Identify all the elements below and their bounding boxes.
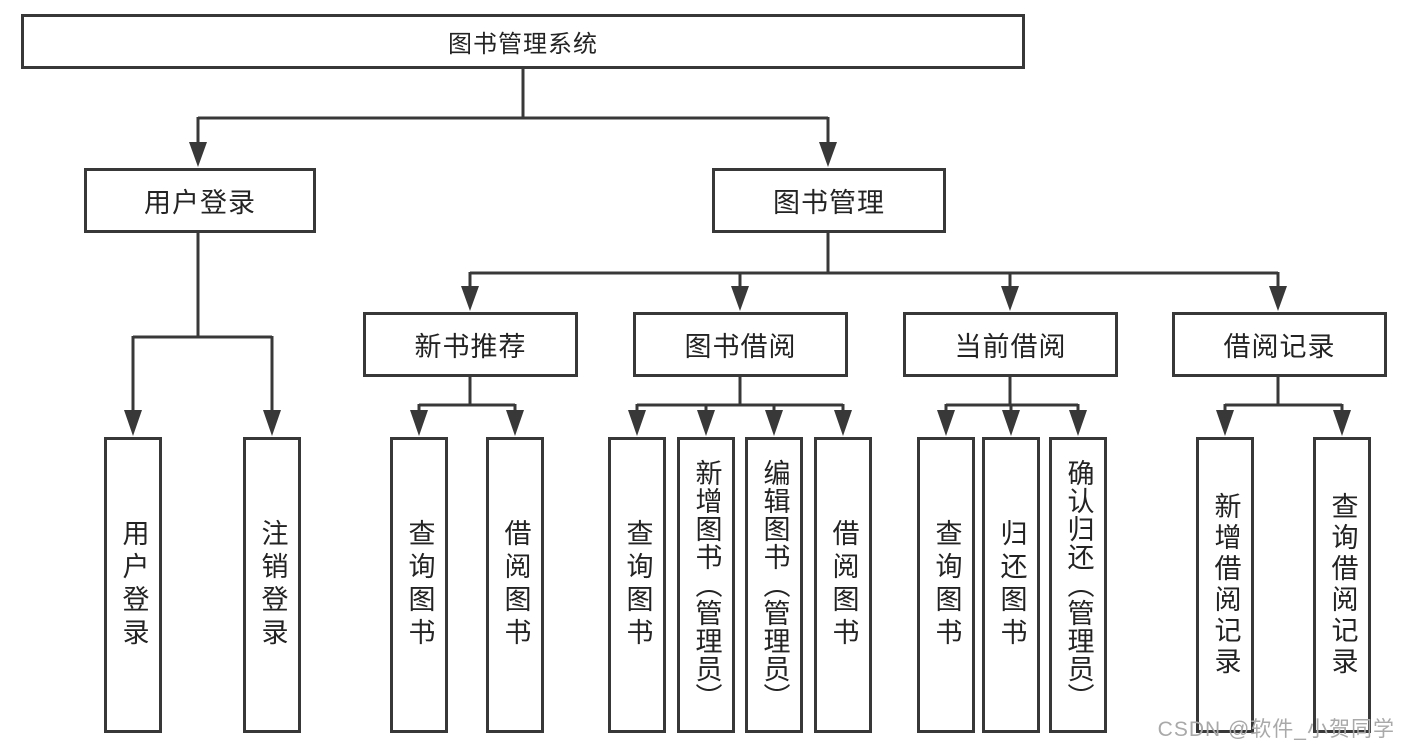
node-query-books-recommend: 查询图书 — [390, 437, 448, 733]
node-borrowing-records: 借阅记录 — [1172, 312, 1387, 377]
node-query-borrow-record-label: 查询借阅记录 — [1327, 492, 1358, 678]
node-current-borrowing-label: 当前借阅 — [954, 332, 1067, 362]
node-library-system: 图书管理系统 — [21, 14, 1025, 69]
watermark: CSDN @软件_小贺同学 — [1157, 718, 1395, 741]
node-confirm-return-admin: 确认归还（管理员） — [1049, 437, 1107, 733]
node-logout: 注销登录 — [243, 437, 301, 733]
node-confirm-return-admin-label: 确认归还（管理员） — [1063, 459, 1094, 711]
node-add-books-admin-label: 新增图书（管理员） — [691, 459, 722, 711]
node-add-borrow-record-label: 新增借阅记录 — [1210, 492, 1241, 678]
node-current-borrowing: 当前借阅 — [903, 312, 1118, 377]
node-add-borrow-record: 新增借阅记录 — [1196, 437, 1254, 733]
node-logout-label: 注销登录 — [257, 519, 288, 651]
node-return-books: 归还图书 — [982, 437, 1040, 733]
node-library-system-label: 图书管理系统 — [448, 31, 598, 58]
node-borrow-books-recommend: 借阅图书 — [486, 437, 544, 733]
node-query-books-borrow-label: 查询图书 — [622, 519, 653, 651]
node-query-books-current-label: 查询图书 — [931, 519, 962, 651]
node-borrowing-records-label: 借阅记录 — [1223, 332, 1336, 362]
node-edit-books-admin: 编辑图书（管理员） — [745, 437, 803, 733]
node-edit-books-admin-label: 编辑图书（管理员） — [759, 459, 790, 711]
node-add-books-admin: 新增图书（管理员） — [677, 437, 735, 733]
node-query-books-current: 查询图书 — [917, 437, 975, 733]
node-user-login: 用户登录 — [84, 168, 316, 233]
node-return-books-label: 归还图书 — [996, 519, 1027, 651]
node-user-login-action-label: 用户登录 — [118, 519, 149, 651]
node-book-borrowing-label: 图书借阅 — [684, 332, 797, 362]
node-query-books-borrow: 查询图书 — [608, 437, 666, 733]
node-book-management-label: 图书管理 — [773, 188, 885, 218]
node-borrow-books: 借阅图书 — [814, 437, 872, 733]
node-new-book-recommendation-label: 新书推荐 — [414, 332, 527, 362]
node-borrow-books-recommend-label: 借阅图书 — [500, 519, 531, 651]
node-user-login-action: 用户登录 — [104, 437, 162, 733]
node-user-login-label: 用户登录 — [144, 188, 256, 218]
node-book-management: 图书管理 — [712, 168, 946, 233]
node-book-borrowing: 图书借阅 — [633, 312, 848, 377]
node-query-borrow-record: 查询借阅记录 — [1313, 437, 1371, 733]
node-query-books-recommend-label: 查询图书 — [404, 519, 435, 651]
node-new-book-recommendation: 新书推荐 — [363, 312, 578, 377]
node-borrow-books-label: 借阅图书 — [828, 519, 859, 651]
